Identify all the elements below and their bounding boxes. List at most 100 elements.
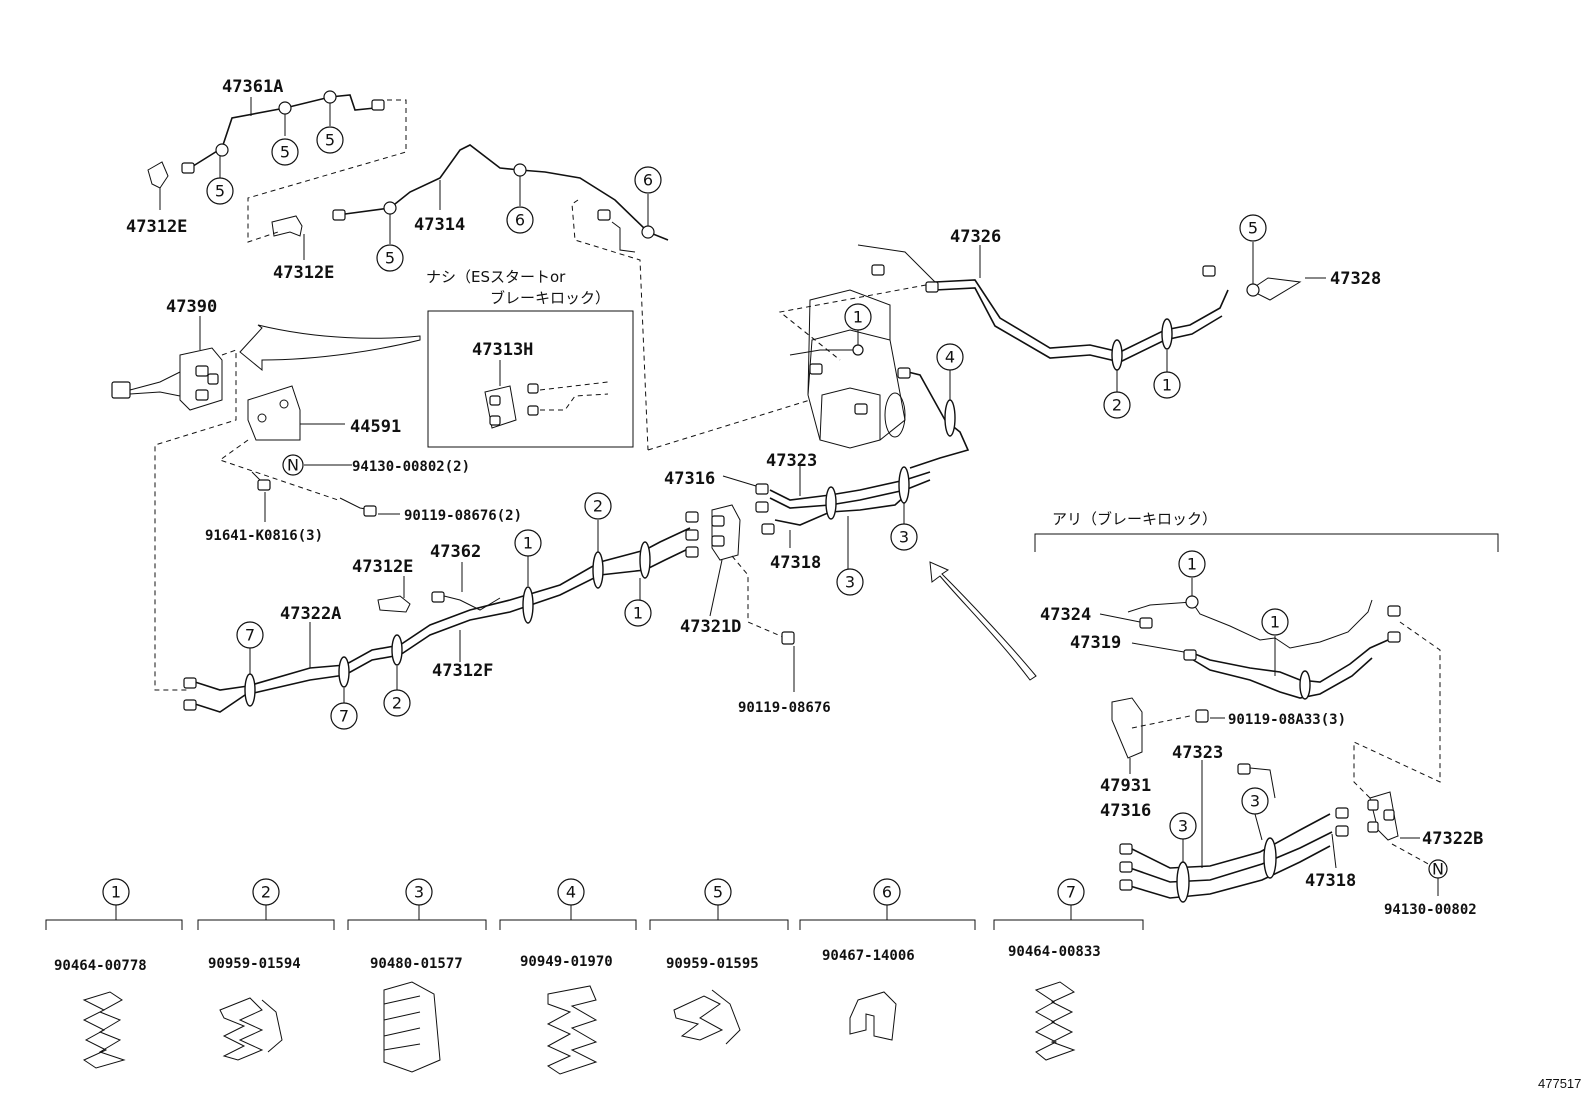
clamp-legend: 1 90464-00778 2 90959-01594 3 90480-0157… bbox=[45, 878, 1144, 1075]
legend-item-7: 7 90464-00833 bbox=[993, 878, 1144, 1061]
circle-ref-1-ari-b: 1 bbox=[1261, 608, 1289, 636]
label-47316-b: 47316 bbox=[1100, 801, 1151, 821]
svg-text:5: 5 bbox=[713, 883, 723, 902]
label-47318: 47318 bbox=[770, 553, 821, 573]
label-47326: 47326 bbox=[950, 227, 1001, 247]
legend-item-5: 5 90959-01595 bbox=[649, 878, 789, 1045]
svg-text:3: 3 bbox=[1250, 792, 1260, 811]
circle-ref-2-lower-b: 2 bbox=[584, 492, 612, 520]
svg-text:3: 3 bbox=[899, 528, 909, 547]
label-94130-00802: 94130-00802 bbox=[1384, 902, 1477, 918]
svg-text:90480-01577: 90480-01577 bbox=[370, 956, 463, 972]
svg-text:7: 7 bbox=[245, 626, 255, 645]
svg-text:7: 7 bbox=[1066, 883, 1076, 902]
circle-ref-4: 4 bbox=[936, 343, 964, 371]
svg-text:4: 4 bbox=[945, 348, 955, 367]
svg-text:90464-00778: 90464-00778 bbox=[54, 958, 147, 974]
svg-text:90464-00833: 90464-00833 bbox=[1008, 944, 1101, 960]
svg-text:1: 1 bbox=[111, 883, 121, 902]
label-47322A: 47322A bbox=[280, 604, 341, 624]
label-47361A: 47361A bbox=[222, 77, 283, 97]
option-section-ari: アリ（ブレーキロック） bbox=[1034, 510, 1499, 903]
label-47319: 47319 bbox=[1070, 633, 1121, 653]
circle-n-mark-right: N bbox=[1432, 860, 1444, 879]
circle-ref-3-ari-b: 3 bbox=[1241, 787, 1269, 815]
label-47328: 47328 bbox=[1330, 269, 1381, 289]
circle-ref-1-upper: 1 bbox=[1153, 371, 1181, 399]
svg-text:3: 3 bbox=[1178, 817, 1188, 836]
label-47931: 47931 bbox=[1100, 776, 1151, 796]
note-nashi-line1: ナシ（ESスタートor bbox=[426, 268, 566, 286]
circle-ref-5-e: 5 bbox=[1239, 214, 1267, 242]
option-box-nashi: ナシ（ESスタートor ブレーキロック） 47313H bbox=[426, 268, 634, 448]
svg-text:1: 1 bbox=[633, 604, 643, 623]
circle-ref-2-lower: 2 bbox=[383, 689, 411, 717]
circle-ref-7-b: 7 bbox=[330, 702, 358, 730]
upper-right-tube-group bbox=[778, 242, 1326, 392]
label-47312F: 47312F bbox=[432, 661, 493, 681]
legend-item-3: 3 90480-01577 bbox=[347, 878, 487, 1073]
svg-text:90959-01595: 90959-01595 bbox=[666, 956, 759, 972]
svg-text:1: 1 bbox=[1162, 376, 1172, 395]
legend-item-6: 6 90467-14006 bbox=[799, 878, 976, 1041]
note-nashi-line2: ブレーキロック） bbox=[490, 289, 610, 307]
circle-n-mark: N bbox=[287, 456, 299, 475]
svg-text:3: 3 bbox=[845, 573, 855, 592]
svg-text:90959-01594: 90959-01594 bbox=[208, 956, 301, 972]
circle-ref-6-a: 6 bbox=[506, 206, 534, 234]
circle-ref-1-lower-b: 1 bbox=[624, 599, 652, 627]
svg-text:7: 7 bbox=[339, 707, 349, 726]
svg-text:1: 1 bbox=[523, 534, 533, 553]
svg-text:1: 1 bbox=[1187, 555, 1197, 574]
label-47313H: 47313H bbox=[472, 340, 533, 360]
label-90119-08A33-3: 90119-08A33(3) bbox=[1228, 712, 1346, 728]
legend-item-1: 1 90464-00778 bbox=[45, 878, 183, 1069]
note-ari: アリ（ブレーキロック） bbox=[1052, 510, 1217, 528]
svg-text:5: 5 bbox=[325, 131, 335, 150]
circle-ref-1-unit: 1 bbox=[844, 303, 872, 331]
label-47312E-c: 47312E bbox=[352, 557, 413, 577]
label-47312E-a: 47312E bbox=[126, 217, 187, 237]
label-47323: 47323 bbox=[766, 451, 817, 471]
label-90119-08676-2: 90119-08676(2) bbox=[404, 508, 522, 524]
svg-text:90467-14006: 90467-14006 bbox=[822, 948, 915, 964]
label-47312E-b: 47312E bbox=[273, 263, 334, 283]
circle-ref-3-unit-a: 3 bbox=[890, 523, 918, 551]
circle-ref-3-unit-b: 3 bbox=[836, 568, 864, 596]
svg-text:5: 5 bbox=[1248, 219, 1258, 238]
svg-text:1: 1 bbox=[1270, 613, 1280, 632]
circle-ref-5-c: 5 bbox=[206, 177, 234, 205]
label-47318-b: 47318 bbox=[1305, 871, 1356, 891]
circle-ref-5-d: 5 bbox=[376, 244, 404, 272]
upper-left-tube-group bbox=[147, 90, 669, 451]
circle-ref-6-b: 6 bbox=[634, 166, 662, 194]
label-47314: 47314 bbox=[414, 215, 465, 235]
label-44591: 44591 bbox=[350, 417, 401, 437]
svg-text:2: 2 bbox=[593, 497, 603, 516]
label-47390: 47390 bbox=[166, 297, 217, 317]
svg-text:2: 2 bbox=[392, 694, 402, 713]
label-90119-08676: 90119-08676 bbox=[738, 700, 831, 716]
label-47324: 47324 bbox=[1040, 605, 1091, 625]
svg-text:2: 2 bbox=[1112, 396, 1122, 415]
svg-text:2: 2 bbox=[261, 883, 271, 902]
lower-left-tube-group bbox=[183, 504, 795, 713]
circle-ref-5-b: 5 bbox=[316, 126, 344, 154]
circle-ref-1-lower-a: 1 bbox=[514, 529, 542, 557]
svg-text:6: 6 bbox=[643, 171, 653, 190]
legend-item-2: 2 90959-01594 bbox=[197, 878, 335, 1061]
svg-text:5: 5 bbox=[215, 182, 225, 201]
actuator-unit bbox=[647, 289, 970, 570]
circle-ref-3-ari-a: 3 bbox=[1169, 812, 1197, 840]
svg-text:5: 5 bbox=[280, 143, 290, 162]
diagram-reference-number: 477517 bbox=[1538, 1076, 1581, 1091]
label-91641-K0816-3: 91641-K0816(3) bbox=[205, 528, 323, 544]
label-47316: 47316 bbox=[664, 469, 715, 489]
legend-item-4: 4 90949-01970 bbox=[499, 878, 637, 1075]
label-47362: 47362 bbox=[430, 542, 481, 562]
label-94130-00802-2: 94130-00802(2) bbox=[352, 459, 470, 475]
circle-ref-7-a: 7 bbox=[236, 621, 264, 649]
svg-text:6: 6 bbox=[882, 883, 892, 902]
svg-text:5: 5 bbox=[385, 249, 395, 268]
